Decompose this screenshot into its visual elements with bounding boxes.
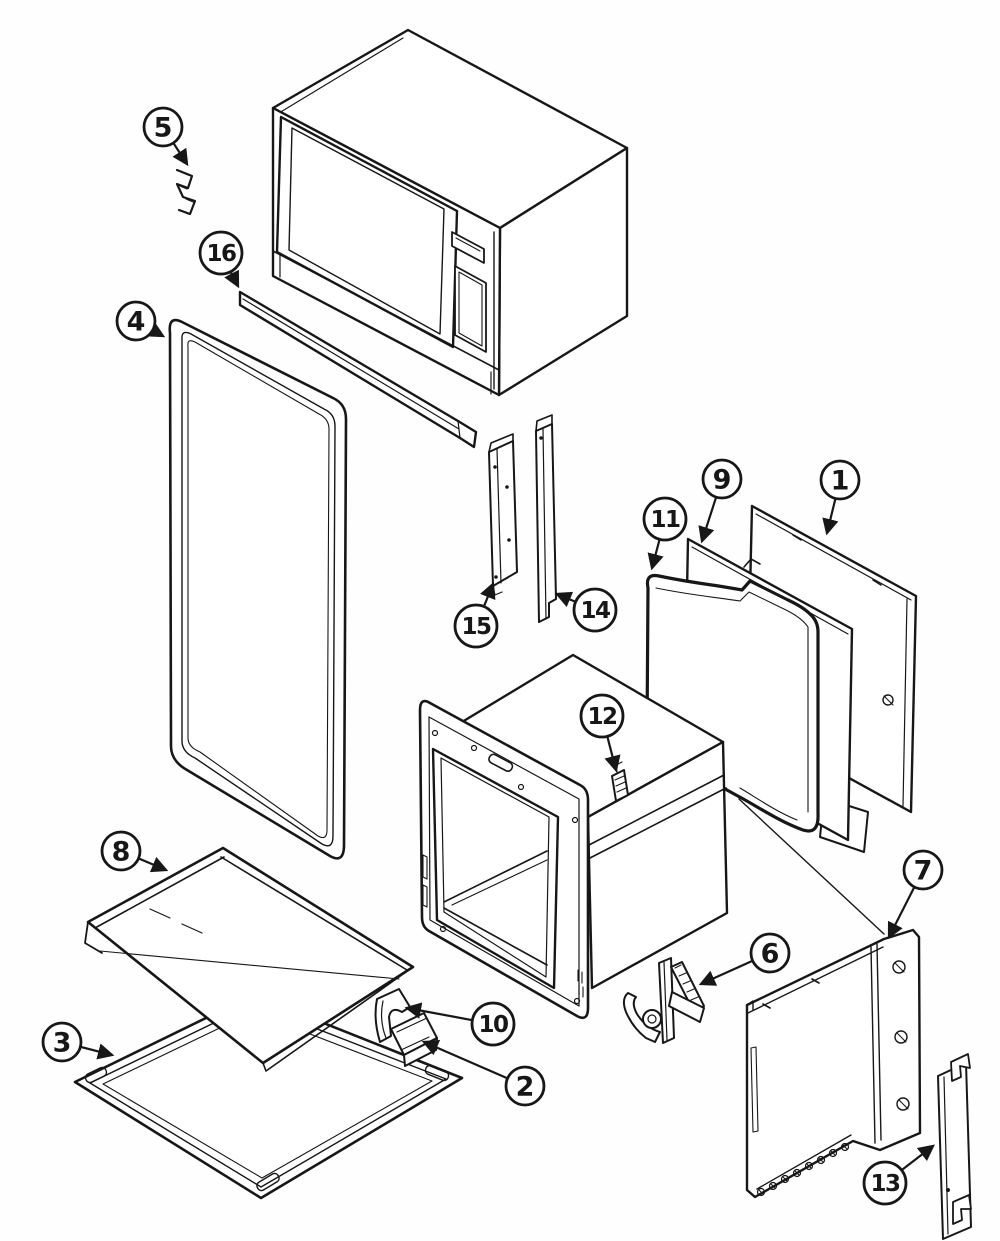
bracket-part-5 (175, 168, 197, 216)
callout-label: 16 (206, 241, 236, 267)
oven-front-frame (418, 699, 590, 1020)
bracket-part-10 (374, 988, 411, 1043)
callout-label: 7 (914, 855, 933, 886)
callout-1: 1 (819, 459, 861, 536)
callout-label: 1 (831, 465, 850, 496)
callout-circle (642, 496, 688, 542)
callout-circle (701, 458, 743, 500)
callout-leader-arrow (80, 1043, 115, 1060)
callout-2: 2 (421, 1040, 546, 1107)
microwave-body (271, 28, 629, 397)
callout-label: 14 (580, 598, 610, 624)
callout-label: 8 (112, 836, 131, 867)
callout-label: 4 (127, 306, 146, 337)
callout-10: 10 (404, 1001, 516, 1047)
callout-circle (100, 830, 142, 872)
callout-circle (862, 1160, 908, 1206)
control-panel (451, 231, 487, 353)
callout-label: 5 (154, 112, 173, 143)
callout-circle (579, 693, 625, 739)
callout-12: 12 (579, 693, 625, 773)
callout-5: 5 (142, 106, 189, 167)
callout-circle (504, 1065, 546, 1107)
callout-circle (453, 603, 499, 649)
callout-label: 9 (713, 464, 732, 495)
callout-leader-arrow (647, 539, 664, 571)
callout-leader-arrow (421, 1040, 509, 1080)
callout-label: 6 (761, 938, 780, 969)
callout-14: 14 (554, 587, 618, 633)
side-panel-part-7 (745, 928, 922, 1199)
callout-circle (41, 1021, 83, 1063)
callout-3: 3 (41, 1021, 115, 1063)
callout-circle (749, 932, 791, 974)
trim-strip-part-13 (937, 1053, 972, 1240)
callout-circle (819, 459, 861, 501)
callout-16: 16 (198, 230, 244, 289)
callout-leader-arrow (604, 736, 621, 773)
callout-7: 7 (887, 849, 944, 940)
callout-label: 2 (516, 1071, 535, 1102)
callout-leader-arrow (554, 591, 577, 608)
callout-circle (115, 300, 157, 342)
callout-circle (902, 849, 944, 891)
callout-circle (142, 106, 184, 148)
callout-circle (198, 230, 244, 276)
callout-leader-arrow (822, 498, 839, 536)
hinge-part-6 (622, 957, 705, 1044)
trim-plate-part-15 (488, 433, 518, 596)
callout-leader-arrow (900, 1144, 935, 1172)
callout-label: 15 (461, 614, 491, 640)
trim-strip-part-14 (535, 414, 557, 623)
callout-label: 11 (650, 507, 680, 533)
callout-circle (572, 587, 618, 633)
callout-label: 12 (587, 704, 616, 730)
callout-11: 11 (642, 496, 688, 571)
door-frame-part-4 (168, 318, 348, 860)
callout-15: 15 (453, 581, 499, 649)
callout-leader-arrow (698, 959, 754, 986)
base-pan-part-3 (73, 993, 464, 1200)
callout-13: 13 (862, 1144, 935, 1206)
callout-leader-arrow (224, 269, 240, 289)
callout-leader-arrow (404, 1002, 473, 1022)
callout-6: 6 (698, 932, 791, 986)
deflector-panel-part-8 (84, 846, 415, 1072)
callout-leader-arrow (138, 856, 169, 873)
callout-leader-arrow (887, 886, 916, 940)
door-window (275, 115, 459, 349)
callout-label: 13 (870, 1171, 900, 1197)
callout-label: 10 (478, 1012, 508, 1038)
callout-leader-arrow (698, 496, 718, 544)
callout-8: 8 (100, 830, 169, 873)
sensor-part-12 (611, 761, 629, 802)
callout-4: 4 (115, 300, 166, 342)
callout-9: 9 (698, 458, 743, 544)
callout-leader-arrow (172, 142, 189, 167)
trace-line (738, 798, 885, 935)
callout-leader-arrow (146, 321, 166, 338)
callout-circle (470, 1001, 516, 1047)
callout-label: 3 (53, 1027, 72, 1058)
callout-leader-arrow (480, 581, 496, 607)
trim-rail-part-16 (238, 290, 478, 449)
